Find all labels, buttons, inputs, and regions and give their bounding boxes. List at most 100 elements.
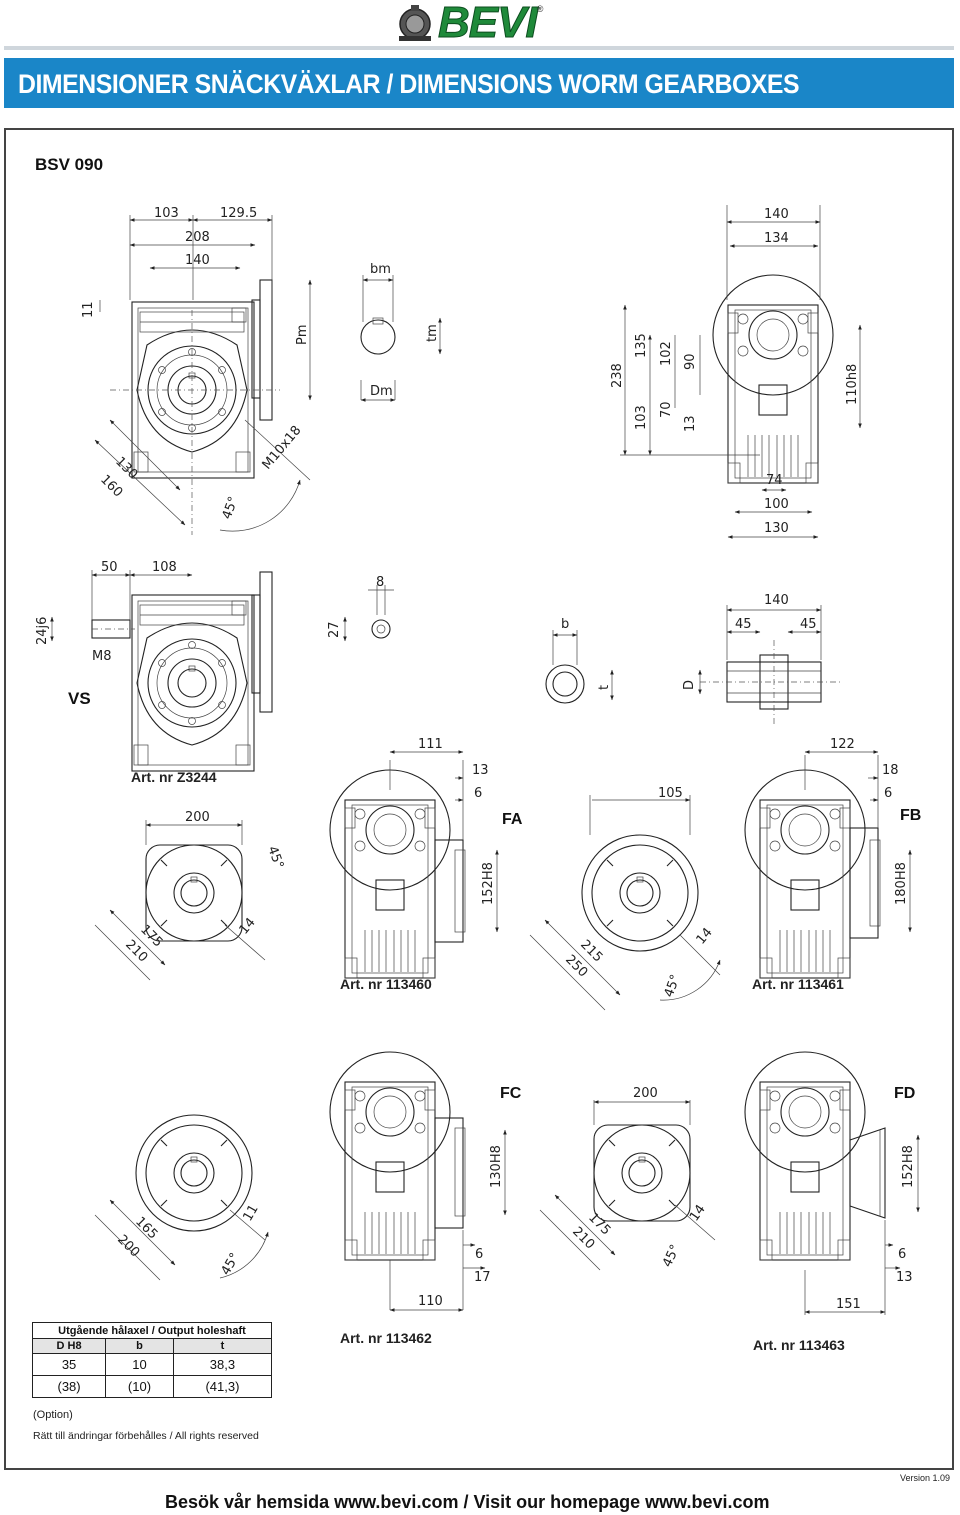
side-view-housing [712, 274, 834, 484]
dim-vs-24j6: 24j6 [35, 617, 50, 645]
dim-fd-200: 200 [633, 1086, 658, 1101]
dim-fb-180h8: 180H8 [894, 862, 909, 905]
registered-mark: ® [536, 4, 544, 14]
dim-shaft-140: 140 [764, 593, 789, 608]
dim-side-13: 13 [683, 415, 698, 432]
dim-front-160: 160 [97, 472, 125, 500]
dim-bore-dm: Dm [370, 384, 393, 399]
dim-front-129: 129.5 [220, 206, 257, 221]
dim-bore-bm: bm [370, 262, 391, 277]
dim-side-140: 140 [764, 207, 789, 222]
article-fd: Art. nr 113463 [753, 1337, 845, 1353]
table-row: 35 10 38,3 [31, 1353, 273, 1376]
dim-vs-27: 27 [327, 621, 342, 638]
table-cell: 38,3 [172, 1353, 273, 1376]
table-header: D H8 [31, 1338, 107, 1354]
dim-front-pm: Pm [295, 324, 310, 345]
table-cell: (41,3) [172, 1375, 273, 1398]
dim-fd-13: 13 [896, 1270, 913, 1285]
article-fb: Art. nr 113461 [752, 976, 844, 992]
dim-fb-18: 18 [882, 763, 899, 778]
table-row: (38) (10) (41,3) [31, 1375, 273, 1398]
dim-fa-111: 111 [418, 737, 443, 752]
vs-shaft-detail [371, 619, 391, 639]
dim-fc-130h8: 130H8 [489, 1145, 504, 1188]
dim-front-m10: M10x18 [260, 423, 305, 472]
fc-side-housing [329, 1051, 451, 1261]
fb-flange-face [581, 834, 699, 952]
table-header: t [172, 1338, 273, 1354]
table-header: b [105, 1338, 174, 1354]
flange-fa-label: FA [502, 811, 523, 828]
hollow-shaft-section [700, 640, 840, 725]
dim-fc-17: 17 [474, 1270, 491, 1285]
bore-detail [360, 319, 396, 355]
dim-side-130: 130 [764, 521, 789, 536]
dim-front-11: 11 [81, 301, 96, 318]
dim-fa-13: 13 [472, 763, 489, 778]
dim-fd-152h8: 152H8 [901, 1145, 916, 1188]
dim-shaft-b: b [561, 617, 569, 632]
fb-side-housing [744, 769, 866, 979]
dim-fc-angle: 45° [218, 1251, 243, 1278]
dim-fc-6: 6 [475, 1247, 483, 1262]
flange-fc-label: FC [500, 1085, 522, 1102]
holeshaft-table: Utgående hålaxel / Output holeshaft D H8… [31, 1322, 273, 1398]
dim-fb-105: 105 [658, 786, 683, 801]
flange-fd-label: FD [894, 1085, 916, 1102]
dim-fa-6: 6 [474, 786, 482, 801]
dim-vs-m8: M8 [92, 649, 112, 664]
brand-name: BEVI [438, 0, 539, 47]
dim-fb-6: 6 [884, 786, 892, 801]
table-caption: Utgående hålaxel / Output holeshaft [32, 1322, 272, 1339]
option-note: (Option) [33, 1409, 73, 1421]
page-title: DIMENSIONER SNÄCKVÄXLAR / DIMENSIONS WOR… [18, 69, 800, 99]
dim-fd-6: 6 [898, 1247, 906, 1262]
dim-vs-50: 50 [101, 560, 118, 575]
dim-side-134: 134 [764, 231, 789, 246]
motor-emblem-icon [399, 5, 431, 41]
vs-label: VS [68, 689, 91, 708]
fd-side-housing [744, 1051, 866, 1261]
dim-fc-110: 110 [418, 1294, 443, 1309]
dim-side-74: 74 [766, 473, 783, 488]
footer-homepage-link[interactable]: Besök vår hemsida www.bevi.com / Visit o… [165, 1492, 770, 1512]
dim-fc-200: 200 [114, 1232, 142, 1260]
drawing-frame [4, 128, 954, 1470]
article-base: Art. nr Z3244 [131, 769, 217, 785]
dim-side-110h8: 110h8 [845, 364, 860, 405]
dim-front-140: 140 [185, 253, 210, 268]
dim-bore-tm: tm [425, 324, 440, 342]
dim-fb-122: 122 [830, 737, 855, 752]
dim-vs-8: 8 [376, 575, 384, 590]
rights-note: Rätt till ändringar förbehålles / All ri… [33, 1430, 259, 1442]
version-label: Version 1.09 [900, 1473, 951, 1483]
model-label: BSV 090 [35, 155, 104, 174]
table-cell: (38) [31, 1375, 107, 1398]
dim-side-135: 135 [634, 333, 649, 358]
dim-shaft-d: D [682, 680, 697, 690]
dim-side-103: 103 [634, 405, 649, 430]
dim-shaft-45-right: 45 [800, 617, 817, 632]
title-band: DIMENSIONER SNÄCKVÄXLAR / DIMENSIONS WOR… [4, 58, 954, 108]
dim-shaft-t: t [597, 685, 612, 690]
dim-fc-11: 11 [240, 1202, 261, 1224]
fd-flange-face [593, 1124, 691, 1222]
dim-front-208: 208 [185, 230, 210, 245]
dim-front-angle: 45° [220, 495, 242, 522]
flange-fb-label: FB [900, 807, 922, 824]
dim-side-90: 90 [683, 353, 698, 370]
dim-fc-165: 165 [132, 1214, 160, 1242]
table-cell: (10) [105, 1375, 174, 1398]
shaft-bore-detail [545, 664, 585, 704]
vs-view-housing [131, 594, 255, 772]
dim-side-238: 238 [610, 363, 625, 388]
dim-fd-151: 151 [836, 1297, 861, 1312]
dim-vs-108: 108 [152, 560, 177, 575]
dim-front-103: 103 [154, 206, 179, 221]
dim-fd-angle: 45° [660, 1242, 683, 1269]
article-fa: Art. nr 113460 [340, 976, 432, 992]
article-fc: Art. nr 113462 [340, 1330, 432, 1346]
dim-fa-200: 200 [185, 810, 210, 825]
